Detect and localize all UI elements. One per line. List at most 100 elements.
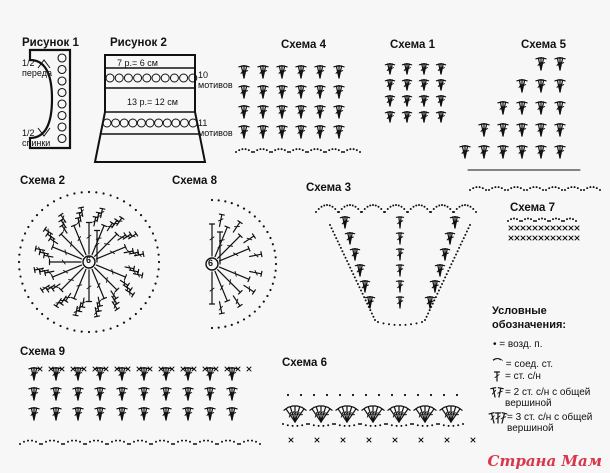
scheme6-chain bbox=[334, 423, 336, 425]
scheme6-chain bbox=[442, 424, 445, 427]
figure1-title: Рисунок 1 bbox=[22, 37, 79, 49]
scheme7-chain bbox=[535, 220, 537, 222]
scheme8-rim-dot bbox=[271, 282, 274, 285]
dc-slash bbox=[76, 412, 83, 416]
scheme9-base-chain bbox=[71, 439, 73, 442]
fan-dc bbox=[77, 407, 82, 421]
dc-top-bar bbox=[55, 387, 62, 390]
scheme8-rim-dot bbox=[274, 262, 278, 266]
scheme3-side-dot bbox=[333, 233, 336, 236]
legend-chain: • = возд. п. bbox=[493, 339, 543, 350]
dc-slash bbox=[344, 411, 350, 416]
dc-slash bbox=[36, 267, 41, 272]
dc-slash bbox=[68, 279, 75, 281]
scheme3-side-dot bbox=[336, 240, 339, 243]
scheme8-center-label: 6 bbox=[208, 258, 214, 268]
scheme5-base-chain bbox=[589, 186, 592, 189]
scheme3-top-chain bbox=[334, 207, 337, 210]
dc-slash bbox=[242, 90, 249, 94]
fan-dc bbox=[521, 145, 526, 159]
dc-slash bbox=[422, 411, 428, 416]
scheme3-top-chain bbox=[349, 204, 351, 206]
dc-top-bar bbox=[224, 299, 231, 303]
scheme5-base-chain bbox=[599, 189, 601, 191]
dc-top-bar bbox=[359, 264, 366, 267]
scheme6-chain bbox=[395, 424, 398, 427]
dc-top-bar bbox=[260, 270, 263, 277]
dc-top-bar bbox=[559, 145, 566, 148]
dc-top-bar bbox=[50, 243, 55, 250]
dc-top-bar bbox=[55, 407, 62, 410]
dc-slash bbox=[299, 110, 306, 114]
scheme6-dot bbox=[429, 393, 433, 397]
dc-slash bbox=[131, 250, 137, 256]
scheme2-rim-dot bbox=[95, 330, 98, 333]
scheme3-side-dot bbox=[450, 263, 453, 266]
scheme2-rim-dot bbox=[154, 239, 157, 242]
scheme4-base-chain bbox=[331, 148, 334, 151]
dc-slash bbox=[422, 83, 428, 87]
dc-slash bbox=[340, 411, 344, 418]
fan-dc bbox=[121, 407, 126, 421]
dc-slash bbox=[501, 150, 508, 154]
dc-top-bar bbox=[439, 264, 446, 267]
dc-top-bar bbox=[540, 145, 547, 148]
scheme9-base-chain bbox=[181, 439, 183, 442]
scheme3-top-chain bbox=[340, 207, 343, 210]
scheme5-base-chain bbox=[526, 189, 528, 191]
scheme9-base-chain bbox=[115, 439, 117, 442]
scheme6-dot bbox=[377, 393, 381, 397]
scheme6-chain bbox=[317, 424, 320, 427]
dc-top-bar bbox=[287, 405, 294, 409]
scheme6-x bbox=[366, 437, 372, 443]
dc-slash bbox=[482, 150, 489, 154]
scheme6-chain bbox=[332, 423, 334, 425]
scheme6-x bbox=[392, 437, 398, 443]
dc-slash bbox=[388, 67, 394, 71]
dc-slash bbox=[318, 90, 325, 94]
dc-top-bar bbox=[389, 63, 396, 66]
fan-dc bbox=[372, 406, 379, 423]
scheme3-side-dot bbox=[430, 305, 433, 308]
scheme9-base-chain bbox=[203, 439, 205, 442]
scheme3-side-dot bbox=[456, 250, 459, 253]
dc-slash bbox=[230, 412, 237, 416]
scheme2-rim-dot bbox=[73, 192, 76, 195]
dc-slash bbox=[61, 215, 65, 221]
dc-top-bar bbox=[281, 125, 288, 128]
dc-top-bar bbox=[165, 387, 172, 390]
dc-slash bbox=[42, 286, 48, 290]
scheme8-rim-dot bbox=[242, 318, 246, 321]
dc-top-bar bbox=[301, 406, 307, 411]
scheme9-x bbox=[202, 366, 208, 372]
dc-top-bar bbox=[434, 280, 441, 283]
scheme3-top-chain bbox=[363, 207, 366, 210]
scheme7-chain bbox=[530, 218, 532, 221]
scheme8-spoke-dc bbox=[214, 226, 228, 258]
dc-slash bbox=[482, 128, 489, 132]
dc-slash bbox=[76, 284, 83, 287]
dc-slash bbox=[490, 415, 495, 421]
scheme6-chain bbox=[462, 423, 464, 425]
figure2-motif-ring bbox=[119, 118, 129, 128]
dc-top-bar bbox=[296, 405, 303, 409]
dc-slash bbox=[32, 372, 39, 376]
dc-slash bbox=[94, 310, 99, 315]
scheme6-chain bbox=[390, 424, 393, 427]
scheme2-rim-dot bbox=[73, 329, 76, 332]
scheme6-chain bbox=[410, 423, 412, 425]
dc-slash bbox=[318, 411, 324, 416]
dc-top-bar bbox=[143, 367, 150, 370]
dc-slash bbox=[103, 243, 110, 245]
scheme3-top-chain bbox=[372, 204, 374, 206]
scheme2-spoke-dc bbox=[91, 224, 105, 256]
dc-slash bbox=[77, 305, 83, 309]
dc-top-bar bbox=[39, 287, 44, 293]
scheme4-base-chain bbox=[271, 151, 273, 153]
scheme7-chain bbox=[533, 220, 535, 222]
dc-top-bar bbox=[501, 412, 508, 415]
scheme7-chain bbox=[507, 220, 509, 222]
dc-top-bar bbox=[335, 406, 341, 411]
dc-top-bar bbox=[243, 65, 250, 68]
dc-slash bbox=[76, 392, 83, 396]
